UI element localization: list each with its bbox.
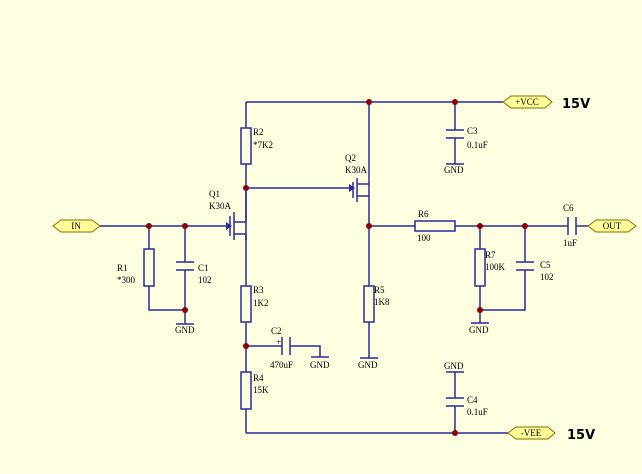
gnd-label: GND [444, 165, 464, 175]
resistor-r7: R7 100K [474, 248, 506, 287]
gnd-label: GND [444, 361, 464, 371]
gnd-label: GND [358, 360, 378, 370]
r4-ref: R4 [253, 373, 264, 383]
port-in: IN [52, 219, 101, 233]
r3-ref: R3 [253, 285, 264, 295]
ground-symbol-c3: GND [444, 163, 464, 175]
c3-ref: C3 [467, 126, 478, 136]
gnd-label: GND [469, 325, 489, 335]
capacitor-c5: C5 102 [516, 260, 554, 282]
capacitor-c1: C1 102 [176, 261, 212, 285]
r7-ref: R7 [485, 250, 496, 260]
capacitor-c4: C4 0.1uF [446, 395, 488, 417]
r2-value: *7K2 [253, 140, 273, 150]
ground-symbol-c1: GND [175, 323, 195, 335]
r5-value: 1K8 [374, 297, 390, 307]
resistor-r2: R2 *7K2 [240, 127, 273, 165]
resistor-r6: R6 100 [414, 209, 456, 243]
c6-value: 1uF [563, 238, 577, 248]
capacitor-c6: C6 1uF [563, 203, 577, 248]
transistor-q1: Q1 K30A [209, 188, 247, 256]
c4-ref: C4 [467, 395, 478, 405]
gnd-label: GND [175, 325, 195, 335]
vee-voltage-label: 15V [567, 428, 595, 443]
q2-ref: Q2 [345, 153, 356, 163]
c5-value: 102 [540, 272, 554, 282]
port-vee-label: -VEE [521, 428, 542, 438]
c5-ref: C5 [540, 260, 551, 270]
r3-value: 1K2 [253, 298, 269, 308]
q1-value: K30A [209, 201, 231, 211]
c2-ref: C2 [271, 326, 282, 336]
r6-value: 100 [417, 233, 431, 243]
c1-value: 102 [198, 275, 212, 285]
r6-ref: R6 [418, 209, 429, 219]
port-vee: -VEE [507, 426, 556, 440]
c2-value: 470uF [270, 360, 293, 370]
gnd-label: GND [310, 360, 330, 370]
port-out-label: OUT [603, 221, 622, 231]
r7-value: 100K [485, 262, 506, 272]
ground-symbol-r5: GND [358, 357, 378, 370]
ground-symbol-r7: GND [469, 322, 489, 335]
c3-value: 0.1uF [467, 140, 488, 150]
port-out: OUT [587, 219, 637, 233]
ground-symbol-c2: GND [310, 356, 330, 370]
vcc-voltage-label: 15V [562, 97, 590, 112]
c6-ref: C6 [563, 203, 574, 213]
capacitor-c3: C3 0.1uF [446, 126, 488, 150]
resistor-r1: R1 *300 [117, 248, 155, 287]
r4-value: 15K [253, 385, 269, 395]
resistor-r5: R5 1K8 [363, 285, 390, 323]
port-vcc: +VCC [502, 95, 553, 109]
port-in-label: IN [71, 221, 81, 231]
port-vcc-label: +VCC [515, 97, 539, 107]
resistor-r3: R3 1K2 [240, 285, 269, 323]
c2-polarity-mark: + [276, 337, 281, 347]
c4-value: 0.1uF [467, 407, 488, 417]
r1-ref: R1 [117, 263, 128, 273]
resistor-r4: R4 15K [240, 371, 269, 410]
q2-value: K30A [345, 165, 367, 175]
wires [100, 101, 588, 434]
r2-ref: R2 [253, 127, 264, 137]
ground-symbol-c4: GND [444, 361, 464, 373]
c1-ref: C1 [198, 263, 209, 273]
r1-value: *300 [117, 275, 136, 285]
q1-ref: Q1 [209, 189, 220, 199]
transistor-q2: Q2 K30A [345, 153, 369, 202]
capacitor-c2: C2 + 470uF [270, 326, 293, 370]
r5-ref: R5 [374, 285, 385, 295]
